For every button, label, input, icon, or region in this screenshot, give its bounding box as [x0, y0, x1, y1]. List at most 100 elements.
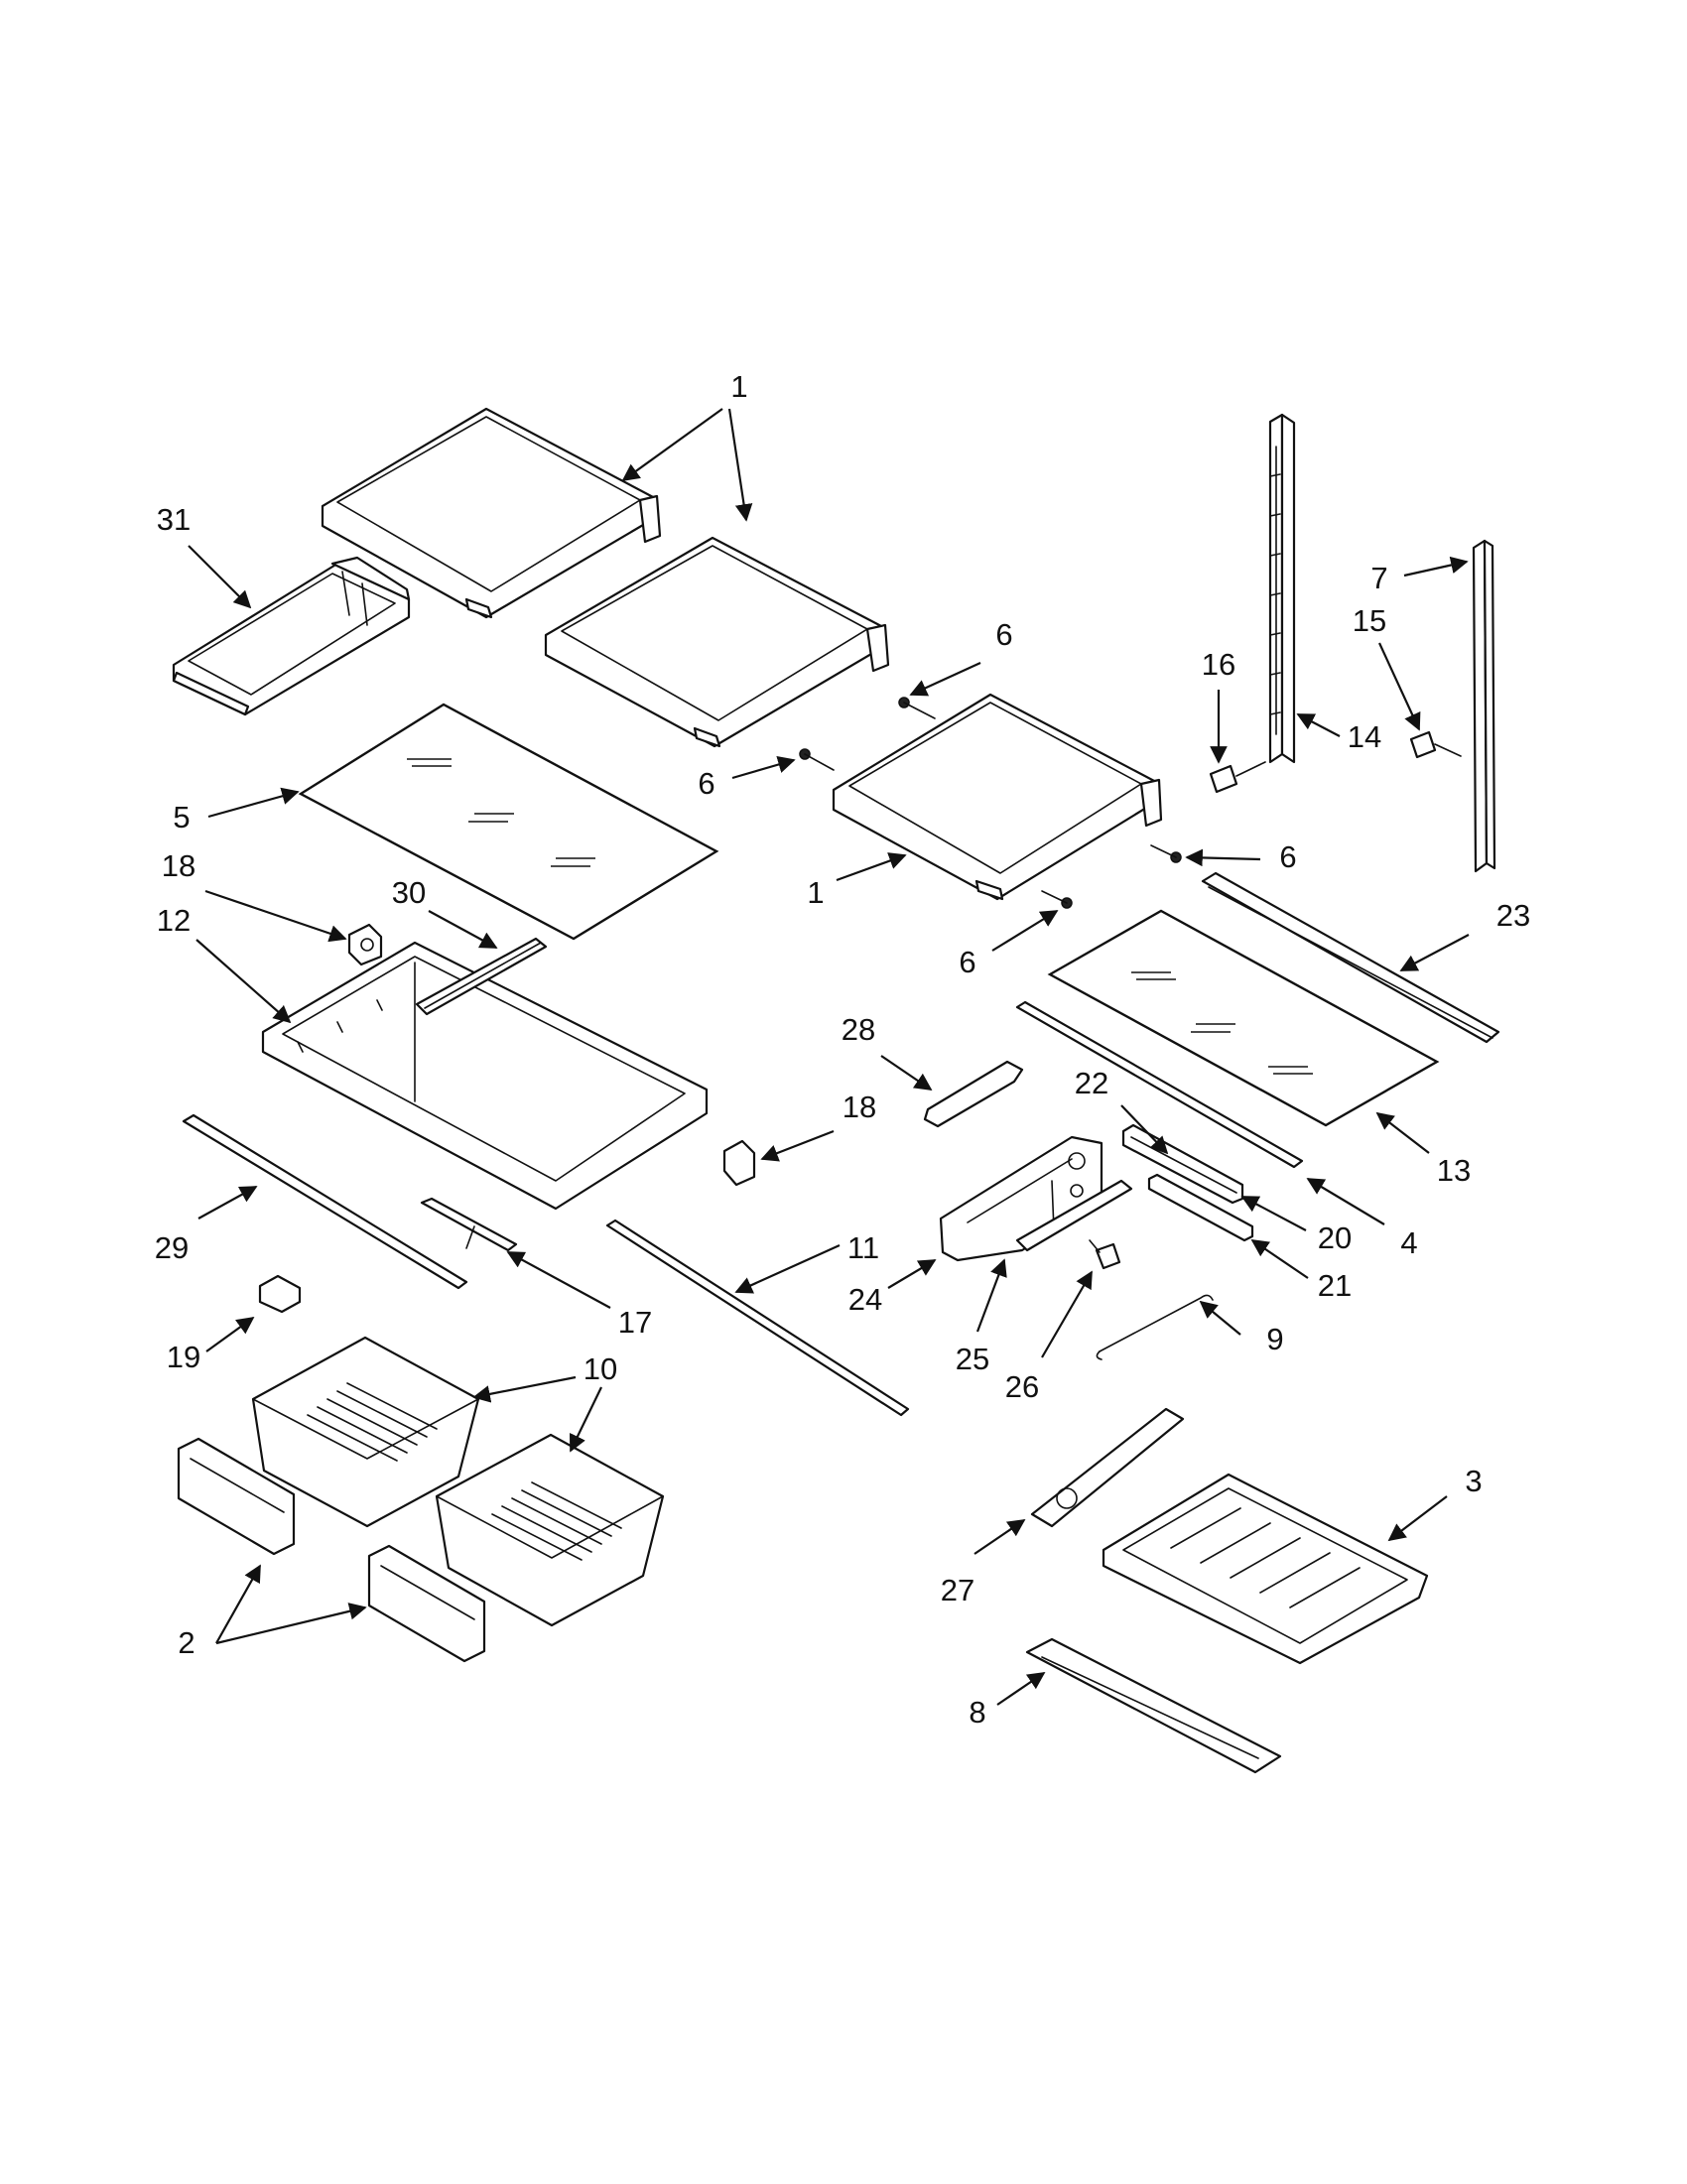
leader-19: [205, 1316, 255, 1352]
leader-6b: [731, 755, 796, 780]
leader-30: [428, 910, 498, 949]
callout-3: 3: [1465, 1464, 1482, 1498]
leader-9: [1199, 1300, 1241, 1336]
part-19-clip: [258, 1274, 302, 1314]
leader-8: [996, 1672, 1046, 1706]
part-2-drawer-front-left: [177, 1437, 296, 1556]
callout-4: 4: [1400, 1225, 1417, 1260]
callout-6d: 6: [959, 945, 975, 979]
callout-7: 7: [1370, 561, 1387, 595]
callout-16: 16: [1202, 647, 1235, 682]
part-16-screw: [1209, 761, 1266, 794]
part-9-wire: [1096, 1294, 1214, 1360]
callout-13: 13: [1437, 1153, 1471, 1188]
leader-22: [1120, 1104, 1169, 1155]
callout-12: 12: [157, 903, 191, 938]
leader-6a: [909, 661, 981, 697]
callout-27: 27: [941, 1573, 974, 1607]
callout-26: 26: [1005, 1369, 1039, 1404]
part-21-rail: [1147, 1173, 1254, 1242]
leader-25: [975, 1258, 1007, 1333]
part-23-trim-strip: [1201, 871, 1500, 1044]
callout-1a: 1: [730, 369, 747, 404]
part-18-clip-lower: [722, 1139, 756, 1187]
leader-28: [880, 1055, 933, 1091]
part-28-bracket: [923, 1060, 1024, 1128]
callout-18b: 18: [843, 1090, 876, 1124]
leader-1c: [836, 852, 907, 882]
callout-6c: 6: [1279, 839, 1296, 874]
part-5-glass-shelf: [298, 703, 719, 941]
callout-5: 5: [173, 800, 190, 835]
leader-23: [1399, 934, 1470, 971]
leader-14: [1296, 713, 1341, 737]
part-2-drawer-front-right: [367, 1544, 486, 1663]
callout-23: 23: [1496, 898, 1530, 933]
leader-21: [1250, 1239, 1309, 1279]
part-3-tray: [1102, 1473, 1429, 1665]
callout-10: 10: [584, 1351, 617, 1386]
leader-6d: [991, 910, 1059, 952]
part-25-bar: [1015, 1179, 1133, 1252]
callout-2: 2: [178, 1625, 195, 1660]
part-31-small-shelf: [172, 556, 411, 716]
leader-4: [1306, 1178, 1385, 1225]
callout-20: 20: [1318, 1220, 1352, 1255]
leader-12: [195, 939, 292, 1024]
part-1-shelf-top-left: [321, 407, 662, 619]
leader-18a: [204, 889, 347, 943]
callout-11: 11: [847, 1230, 879, 1265]
part-26-screw: [1089, 1239, 1121, 1270]
part-4-trim-strip: [1015, 1000, 1304, 1169]
part-10-crisper-left: [251, 1336, 480, 1528]
callout-31: 31: [157, 502, 191, 537]
callout-6a: 6: [995, 617, 1012, 652]
leader-1b: [727, 408, 753, 522]
callout-24: 24: [848, 1282, 882, 1317]
part-29-trim-strip: [182, 1113, 468, 1290]
leader-13: [1375, 1111, 1430, 1154]
leader-10b: [569, 1386, 602, 1453]
callout-8: 8: [969, 1695, 985, 1730]
callout-9: 9: [1266, 1322, 1283, 1356]
part-1-shelf-middle: [544, 536, 890, 748]
leader-11: [734, 1243, 841, 1294]
leader-2a: [215, 1564, 261, 1644]
leader-31: [188, 545, 252, 609]
callout-6b: 6: [698, 766, 714, 801]
part-10-crisper-right: [435, 1433, 665, 1627]
leader-15: [1378, 642, 1421, 731]
part-17-slide: [420, 1197, 518, 1252]
leader-lines: [188, 408, 1470, 1706]
leader-18b: [760, 1129, 835, 1162]
callout-28: 28: [842, 1012, 875, 1047]
callout-29: 29: [155, 1230, 189, 1265]
leader-17: [506, 1251, 611, 1309]
callout-15: 15: [1353, 603, 1386, 638]
leader-5: [207, 787, 300, 819]
callout-1b: 1: [807, 875, 824, 910]
leader-3: [1387, 1495, 1448, 1542]
part-27-light-lens: [1030, 1407, 1185, 1528]
callout-19: 19: [167, 1340, 200, 1374]
leader-26: [1041, 1270, 1093, 1358]
leader-29: [197, 1186, 258, 1220]
callout-17: 17: [618, 1305, 652, 1340]
leader-6c: [1185, 848, 1261, 867]
part-6-screws: [799, 697, 1182, 909]
callout-22: 22: [1075, 1066, 1108, 1100]
leader-1a: [621, 408, 723, 482]
part-15-screw: [1409, 730, 1462, 759]
part-8-drawer-front: [1025, 1637, 1282, 1774]
callout-21: 21: [1318, 1268, 1352, 1303]
callout-25: 25: [956, 1342, 989, 1376]
callout-18a: 18: [162, 848, 195, 883]
part-14-rail: [1268, 413, 1296, 764]
part-1-shelf-lower-right: [832, 693, 1163, 901]
part-13-glass-shelf: [1047, 909, 1440, 1127]
leader-27: [973, 1519, 1026, 1555]
part-18-clip-upper: [347, 923, 383, 966]
callout-30: 30: [392, 875, 426, 910]
leader-10a: [472, 1375, 577, 1403]
